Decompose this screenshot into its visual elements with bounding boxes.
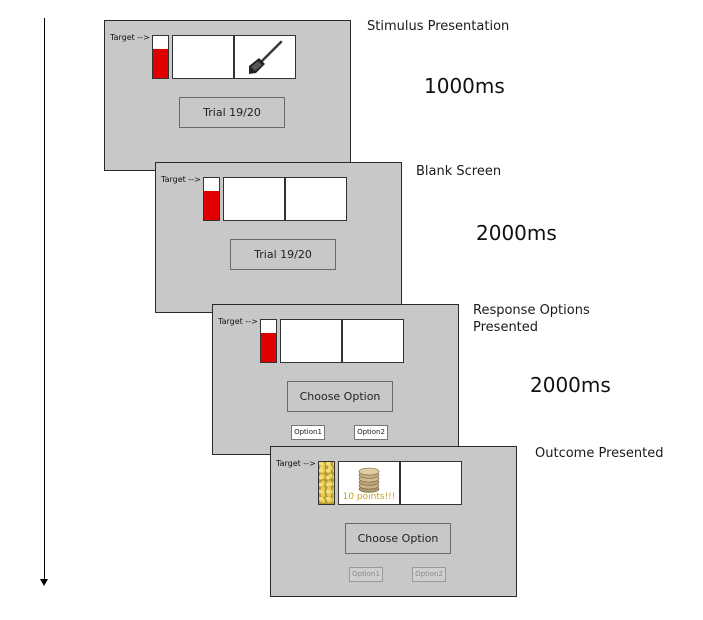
timeline-axis (44, 18, 45, 580)
screen-outcome: Target --> 10 points!!! Choose Option Op… (270, 446, 517, 597)
outcome-box-left: 10 points!!! (338, 461, 400, 505)
duration-blank: 2000ms (476, 221, 557, 245)
option2-button[interactable]: Option2 (354, 425, 388, 440)
coin-stack-icon (358, 467, 380, 493)
stage-caption-blank: Blank Screen (416, 163, 501, 180)
duration-response: 2000ms (530, 373, 611, 397)
stage-caption-stimulus: Stimulus Presentation (367, 18, 509, 35)
shovel-icon (249, 40, 283, 74)
stimulus-box-right (285, 177, 347, 221)
timeline-arrowhead-icon (40, 579, 48, 586)
screen-stimulus-presentation: Target --> Trial 19/20 (104, 20, 351, 171)
caption-line: Outcome Presented (535, 446, 664, 461)
option1-button-disabled: Option1 (349, 567, 383, 582)
choose-option-button[interactable]: Choose Option (287, 381, 393, 412)
gauge-fill-red (261, 332, 276, 362)
outcome-box-right (400, 461, 462, 505)
caption-line: Response Options (473, 303, 590, 318)
stimulus-box-left (172, 35, 234, 79)
screen-response-options: Target --> Choose Option Option1 Option2 (212, 304, 459, 455)
duration-stimulus: 1000ms (424, 74, 505, 98)
target-label: Target --> (276, 459, 316, 468)
stimulus-box-right (342, 319, 404, 363)
trial-counter-button: Trial 19/20 (230, 239, 336, 270)
target-gauge (152, 35, 169, 79)
stimulus-box-right (234, 35, 296, 79)
target-gauge (260, 319, 277, 363)
stage-caption-outcome: Outcome Presented (535, 445, 664, 462)
caption-line: Blank Screen (416, 164, 502, 179)
points-awarded-text: 10 points!!! (342, 492, 396, 502)
caption-line: Stimulus Presentation (367, 19, 510, 34)
target-gauge (203, 177, 220, 221)
option1-button[interactable]: Option1 (291, 425, 325, 440)
gauge-fill-red (153, 48, 168, 78)
target-label: Target --> (218, 317, 258, 326)
stimulus-box-left (280, 319, 342, 363)
target-gauge (318, 461, 335, 505)
screen-blank: Target --> Trial 19/20 (155, 162, 402, 313)
trial-counter-button: Trial 19/20 (179, 97, 285, 128)
gauge-fill-red (204, 190, 219, 220)
stage-caption-response: Response Options Presented (473, 302, 590, 336)
target-label: Target --> (161, 175, 201, 184)
gauge-fill-coins (319, 462, 334, 504)
option2-button-disabled: Option2 (412, 567, 446, 582)
caption-line: Presented (473, 320, 539, 335)
target-label: Target --> (110, 33, 150, 42)
choose-option-button: Choose Option (345, 523, 451, 554)
stimulus-box-left (223, 177, 285, 221)
